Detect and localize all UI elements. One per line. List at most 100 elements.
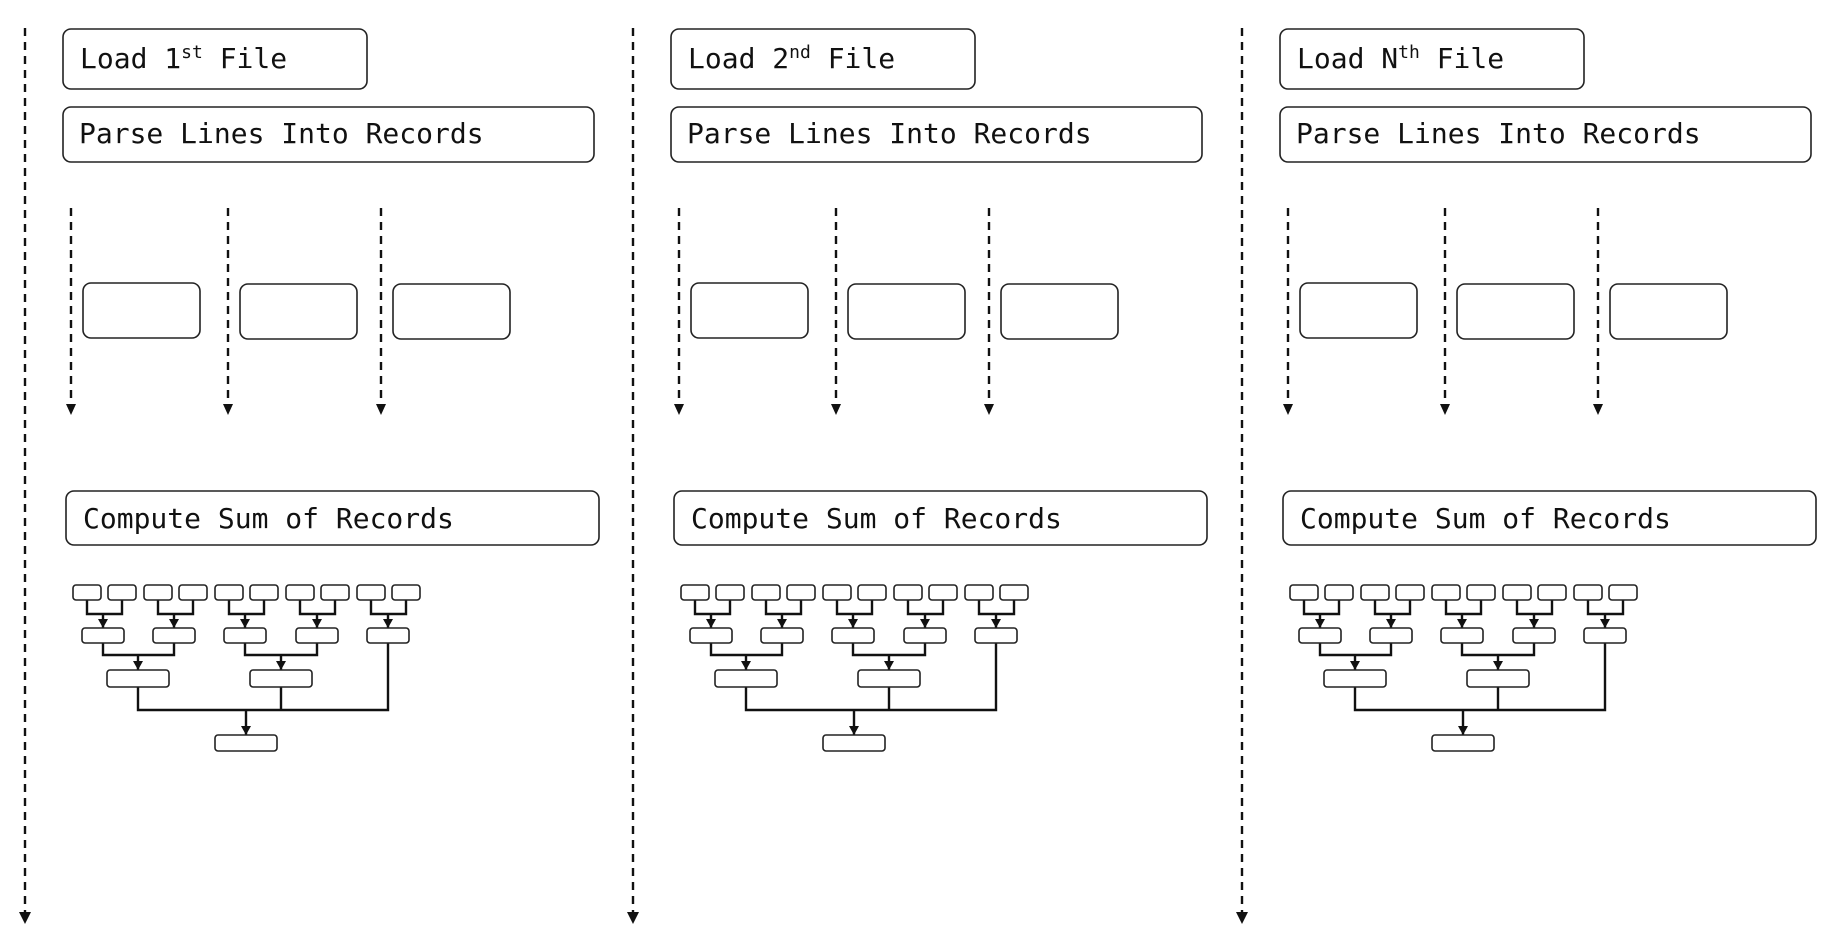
tree-leaf-node (751, 584, 781, 601)
tree-partial-sum-node (1323, 669, 1387, 688)
tree-leaf-node (356, 584, 386, 601)
timeline-arrowhead-icon (19, 912, 31, 924)
parse-lines-label: Parse Lines Into Records (1296, 117, 1701, 150)
load-file-box (1279, 28, 1585, 90)
tree-leaf-node (715, 584, 745, 601)
record-box (1299, 282, 1418, 339)
column-3: Load Nth File Parse Lines Into Records C… (1236, 28, 1817, 924)
parse-lines-label: Parse Lines Into Records (687, 117, 1092, 150)
tree-arrowhead-icon (741, 661, 751, 670)
parallel-workers (1283, 208, 1728, 415)
worker-arrowhead-icon (376, 404, 386, 415)
record-box (690, 282, 809, 339)
tree-partial-sum-node (1369, 627, 1413, 644)
tree-leaf-node (1502, 584, 1532, 601)
tree-arrowhead-icon (991, 619, 1001, 628)
compute-sum-box (673, 490, 1208, 546)
tree-arrowhead-icon (312, 619, 322, 628)
reduction-tree-icon (1289, 584, 1638, 752)
tree-arrowhead-icon (133, 661, 143, 670)
tree-arrowhead-icon (1458, 726, 1468, 735)
tree-arrowhead-icon (884, 661, 894, 670)
tree-partial-sum-node (689, 627, 733, 644)
record-box (82, 282, 201, 339)
tree-leaf-node (999, 584, 1029, 601)
compute-sum-label: Compute Sum of Records (1300, 502, 1671, 535)
compute-sum-label: Compute Sum of Records (691, 502, 1062, 535)
tree-leaf-node (857, 584, 887, 601)
tree-arrowhead-icon (706, 619, 716, 628)
worker-arrowhead-icon (223, 404, 233, 415)
tree-partial-sum-node (1440, 627, 1484, 644)
tree-partial-sum-node (81, 627, 125, 644)
tree-leaf-node (72, 584, 102, 601)
compute-sum-box (1282, 490, 1817, 546)
tree-leaf-node (928, 584, 958, 601)
tree-partial-sum-node (106, 669, 170, 688)
tree-leaf-node (1466, 584, 1496, 601)
tree-leaf-node (143, 584, 173, 601)
column-1: Load 1st File Parse Lines Into Records C… (19, 28, 600, 924)
worker-arrowhead-icon (674, 404, 684, 415)
tree-root-node (822, 734, 886, 752)
tree-leaf-node (214, 584, 244, 601)
tree-arrowhead-icon (777, 619, 787, 628)
tree-partial-sum-node (152, 627, 196, 644)
load-file-label: Load 2nd File (688, 42, 895, 75)
worker-arrowhead-icon (1593, 404, 1603, 415)
column-2: Load 2nd File Parse Lines Into Records C… (627, 28, 1208, 924)
tree-leaf-node (680, 584, 710, 601)
tree-connector (744, 643, 998, 735)
tree-leaf-node (786, 584, 816, 601)
worker-arrowhead-icon (831, 404, 841, 415)
tree-partial-sum-node (223, 627, 267, 644)
reduction-tree-icon (680, 584, 1029, 752)
tree-leaf-node (107, 584, 137, 601)
tree-arrowhead-icon (849, 726, 859, 735)
tree-arrowhead-icon (383, 619, 393, 628)
parse-lines-label: Parse Lines Into Records (79, 117, 484, 150)
load-file-box (670, 28, 976, 90)
tree-arrowhead-icon (1350, 661, 1360, 670)
tree-leaf-node (1573, 584, 1603, 601)
tree-leaf-node (391, 584, 421, 601)
compute-sum-label: Compute Sum of Records (83, 502, 454, 535)
tree-leaf-node (893, 584, 923, 601)
parse-lines-box (1279, 106, 1812, 163)
tree-arrowhead-icon (169, 619, 179, 628)
worker-arrowhead-icon (1283, 404, 1293, 415)
load-file-box (62, 28, 368, 90)
parse-lines-box (62, 106, 595, 163)
tree-partial-sum-node (1466, 669, 1530, 688)
tree-arrowhead-icon (848, 619, 858, 628)
tree-arrowhead-icon (1493, 661, 1503, 670)
record-box (1456, 283, 1575, 340)
record-box (1609, 283, 1728, 340)
record-box (847, 283, 966, 340)
tree-leaf-node (964, 584, 994, 601)
tree-arrowhead-icon (276, 661, 286, 670)
tree-partial-sum-node (903, 627, 947, 644)
timeline-arrowhead-icon (1236, 912, 1248, 924)
tree-partial-sum-node (1512, 627, 1556, 644)
reduction-tree-icon (72, 584, 421, 752)
tree-leaf-node (178, 584, 208, 601)
load-file-label: Load 1st File (80, 42, 287, 75)
tree-root-node (1431, 734, 1495, 752)
tree-connector (1353, 643, 1607, 735)
tree-partial-sum-node (857, 669, 921, 688)
parse-lines-box (670, 106, 1203, 163)
timeline-arrowhead-icon (627, 912, 639, 924)
load-file-label: Load Nth File (1297, 42, 1504, 75)
tree-leaf-node (1395, 584, 1425, 601)
tree-partial-sum-node (831, 627, 875, 644)
parallel-workers (66, 208, 511, 415)
worker-arrowhead-icon (984, 404, 994, 415)
tree-leaf-node (249, 584, 279, 601)
record-box (392, 283, 511, 340)
tree-partial-sum-node (1298, 627, 1342, 644)
parallel-workers (674, 208, 1119, 415)
worker-arrowhead-icon (66, 404, 76, 415)
tree-connector (136, 643, 390, 735)
